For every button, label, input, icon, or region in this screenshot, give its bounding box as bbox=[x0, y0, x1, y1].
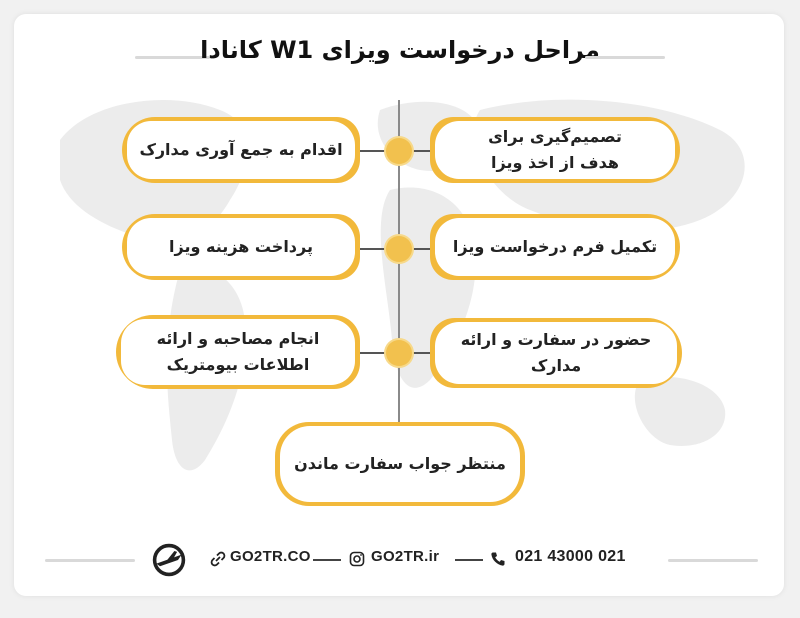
footer-divider-right bbox=[668, 559, 758, 562]
step-box-r1: تصمیم‌گیری برای هدف از اخذ ویزا bbox=[430, 117, 680, 183]
timeline-dot-2 bbox=[386, 236, 412, 262]
timeline-dot-1 bbox=[386, 138, 412, 164]
instagram-icon bbox=[349, 551, 365, 567]
phone-icon bbox=[491, 552, 505, 566]
connector-3-right bbox=[412, 352, 434, 354]
footer-separator-1 bbox=[313, 559, 341, 561]
link-icon bbox=[210, 551, 226, 567]
page-title: مراحل درخواست ویزای W1 کانادا bbox=[200, 36, 600, 64]
footer-instagram[interactable]: GO2TR.ir bbox=[371, 548, 440, 565]
footer-separator-2 bbox=[455, 559, 483, 561]
step-box-l3: انجام مصاحبه و ارائه اطلاعات بیومتریک bbox=[116, 315, 360, 389]
connector-1-left bbox=[356, 150, 386, 152]
footer-divider-left bbox=[45, 559, 135, 562]
step-label-r1: تصمیم‌گیری برای هدف از اخذ ویزا bbox=[435, 121, 675, 179]
step-label-final: منتظر جواب سفارت ماندن bbox=[280, 426, 520, 502]
connector-1-right bbox=[412, 150, 434, 152]
timeline-spine bbox=[398, 100, 400, 425]
timeline-dot-3 bbox=[386, 340, 412, 366]
title-divider-left bbox=[135, 56, 210, 59]
step-box-l2: پرداخت هزینه ویزا bbox=[122, 214, 360, 280]
step-label-l3: انجام مصاحبه و ارائه اطلاعات بیومتریک bbox=[121, 319, 355, 385]
step-box-r3: حضور در سفارت و ارائه مدارک bbox=[430, 318, 682, 388]
step-label-l1: اقدام به جمع آوری مدارک bbox=[127, 121, 355, 179]
connector-2-left bbox=[356, 248, 386, 250]
connector-2-right bbox=[412, 248, 434, 250]
footer: GO2TR.CO GO2TR.ir 021 43000 021 bbox=[0, 543, 800, 577]
connector-3-left bbox=[356, 352, 386, 354]
step-label-l2: پرداخت هزینه ویزا bbox=[127, 218, 355, 276]
step-label-r2: تکمیل فرم درخواست ویزا bbox=[435, 218, 675, 276]
step-box-l1: اقدام به جمع آوری مدارک bbox=[122, 117, 360, 183]
title-divider-right bbox=[585, 56, 665, 59]
footer-phone[interactable]: 021 43000 021 bbox=[515, 548, 626, 565]
footer-website[interactable]: GO2TR.CO bbox=[230, 548, 311, 565]
step-box-final: منتظر جواب سفارت ماندن bbox=[275, 422, 525, 506]
step-box-r2: تکمیل فرم درخواست ویزا bbox=[430, 214, 680, 280]
logo-icon bbox=[152, 543, 186, 577]
step-label-r3: حضور در سفارت و ارائه مدارک bbox=[435, 322, 677, 384]
